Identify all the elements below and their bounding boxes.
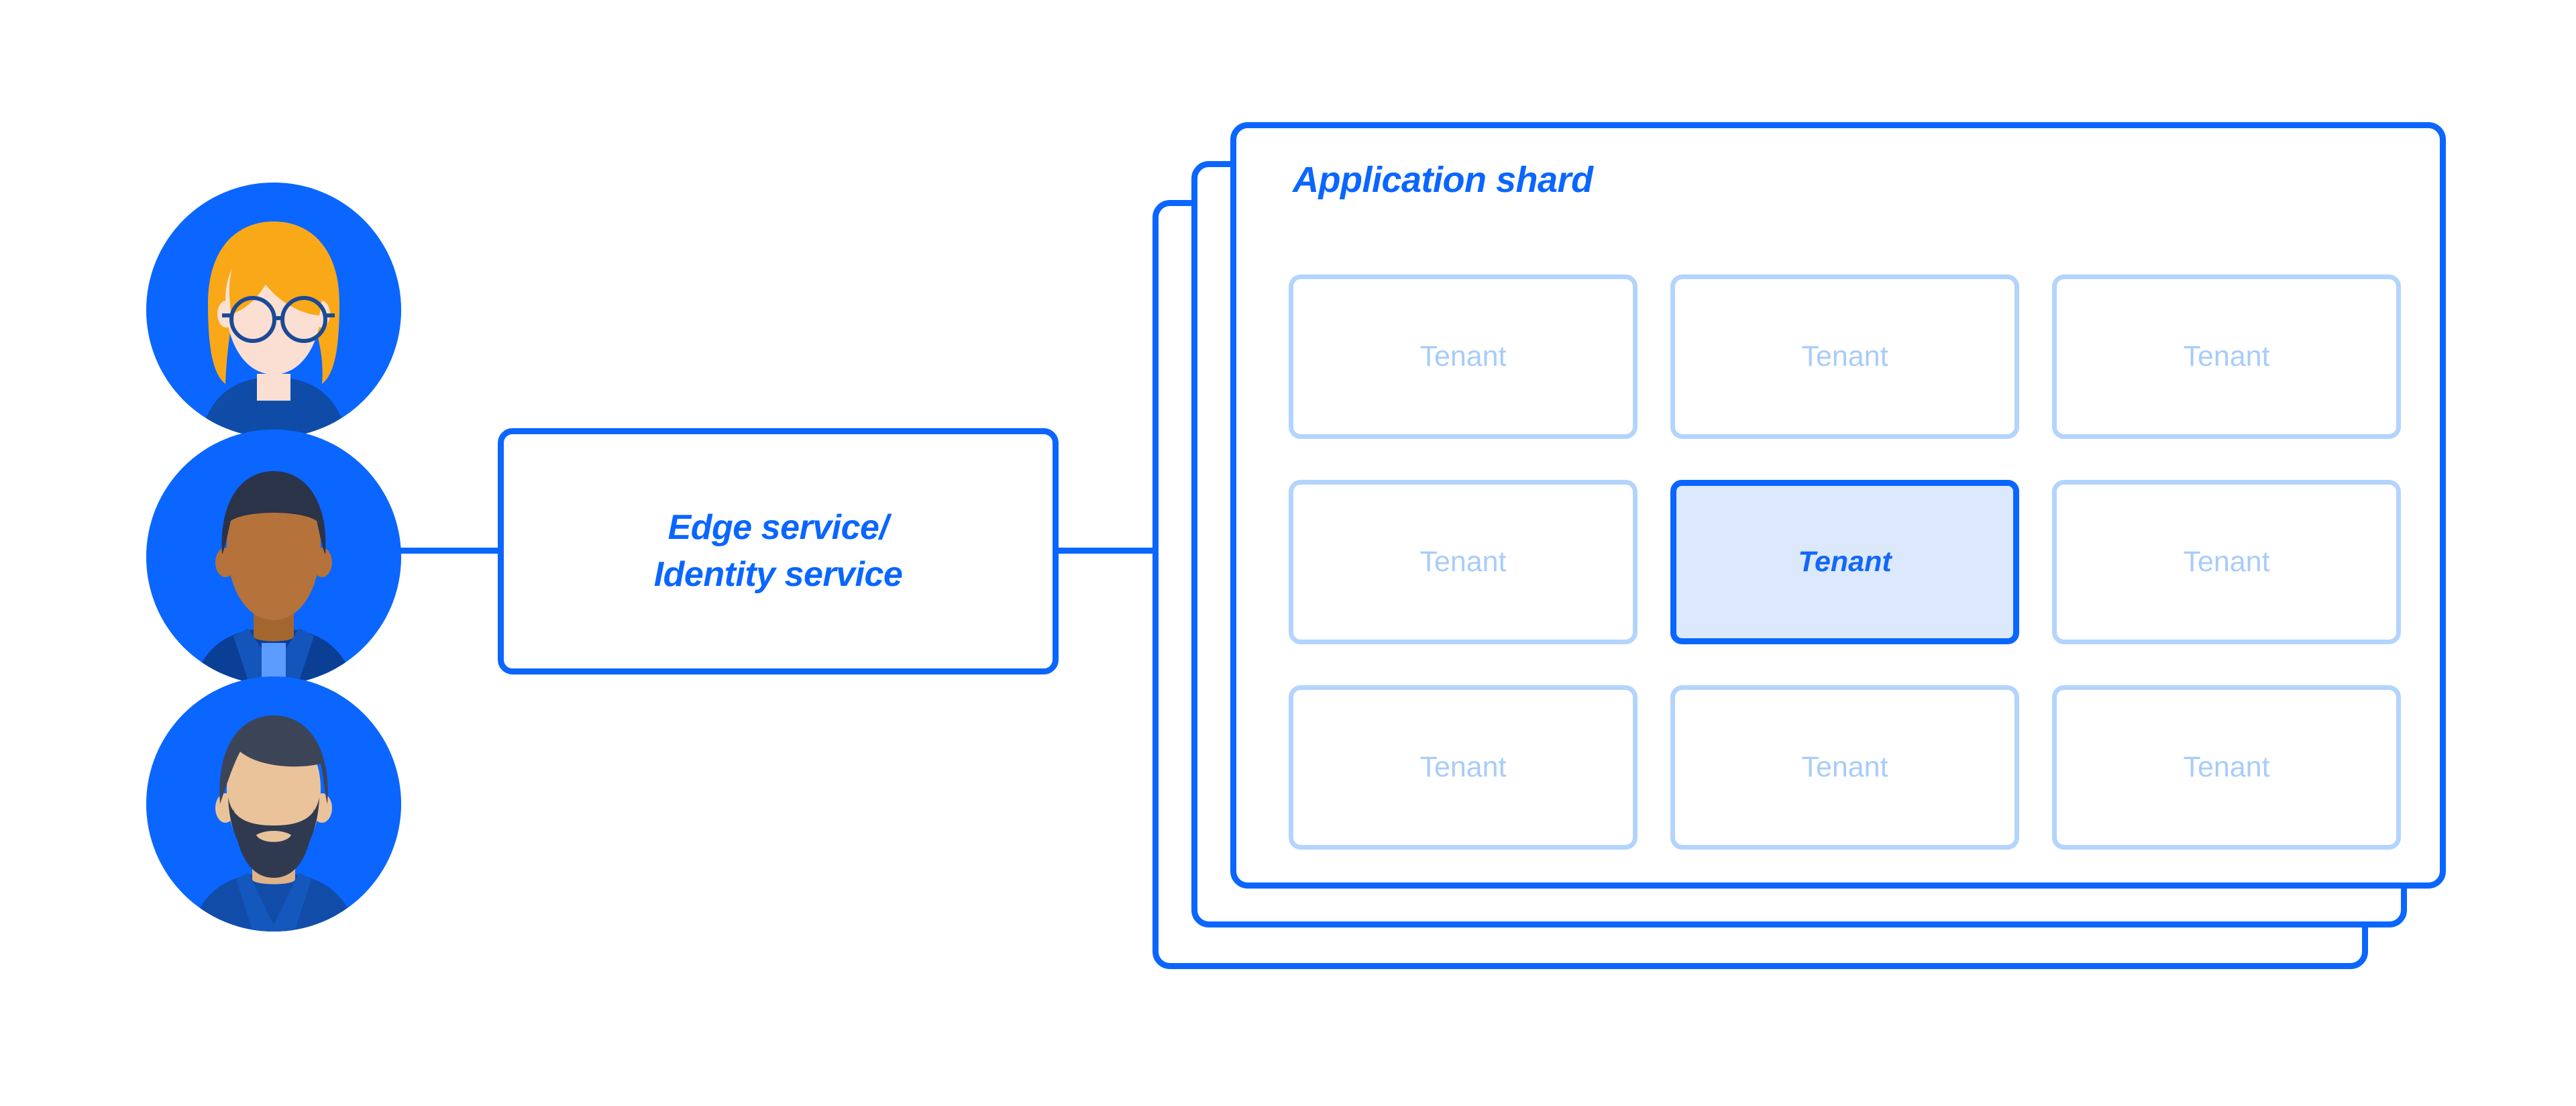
connector-edge-to-shard (1056, 548, 1157, 554)
application-shard-card-front[interactable]: Application shard Tenant Tenant Tenant T… (1230, 122, 2446, 889)
tenant-label: Tenant (2183, 546, 2270, 578)
tenant-label: Tenant (1419, 546, 1507, 578)
connector-users-to-edge (400, 548, 500, 554)
tenant-cell[interactable]: Tenant (1289, 685, 1638, 850)
edge-service-box[interactable]: Edge service/ Identity service (498, 428, 1059, 674)
tenant-cell-active[interactable]: Tenant (1670, 480, 2019, 644)
tenant-label: Tenant (1419, 340, 1507, 372)
tenant-grid: Tenant Tenant Tenant Tenant Tenant Tenan… (1289, 274, 2401, 850)
tenant-cell[interactable]: Tenant (1289, 274, 1638, 439)
avatar-man-short-hair-art (146, 430, 401, 685)
tenant-cell[interactable]: Tenant (2052, 274, 2401, 439)
tenant-label: Tenant (2183, 340, 2270, 372)
avatar-woman-glasses-art (146, 183, 401, 438)
tenant-label: Tenant (1801, 751, 1888, 783)
tenant-label: Tenant (1801, 340, 1888, 372)
tenant-label-active: Tenant (1798, 546, 1892, 578)
tenant-label: Tenant (2183, 751, 2270, 783)
tenant-cell[interactable]: Tenant (1670, 274, 2019, 439)
tenant-cell[interactable]: Tenant (2052, 685, 2401, 850)
avatar-woman-glasses (146, 183, 401, 438)
tenant-cell[interactable]: Tenant (1289, 480, 1638, 644)
tenant-cell[interactable]: Tenant (1670, 685, 2019, 850)
avatar-man-short-hair (146, 430, 401, 685)
tenant-label: Tenant (1419, 751, 1507, 783)
avatar-man-beard-art (146, 676, 401, 932)
application-shard-title: Application shard (1293, 160, 1593, 200)
tenant-cell[interactable]: Tenant (2052, 480, 2401, 644)
avatar-man-beard (146, 676, 401, 932)
edge-service-label: Edge service/ Identity service (653, 508, 903, 594)
